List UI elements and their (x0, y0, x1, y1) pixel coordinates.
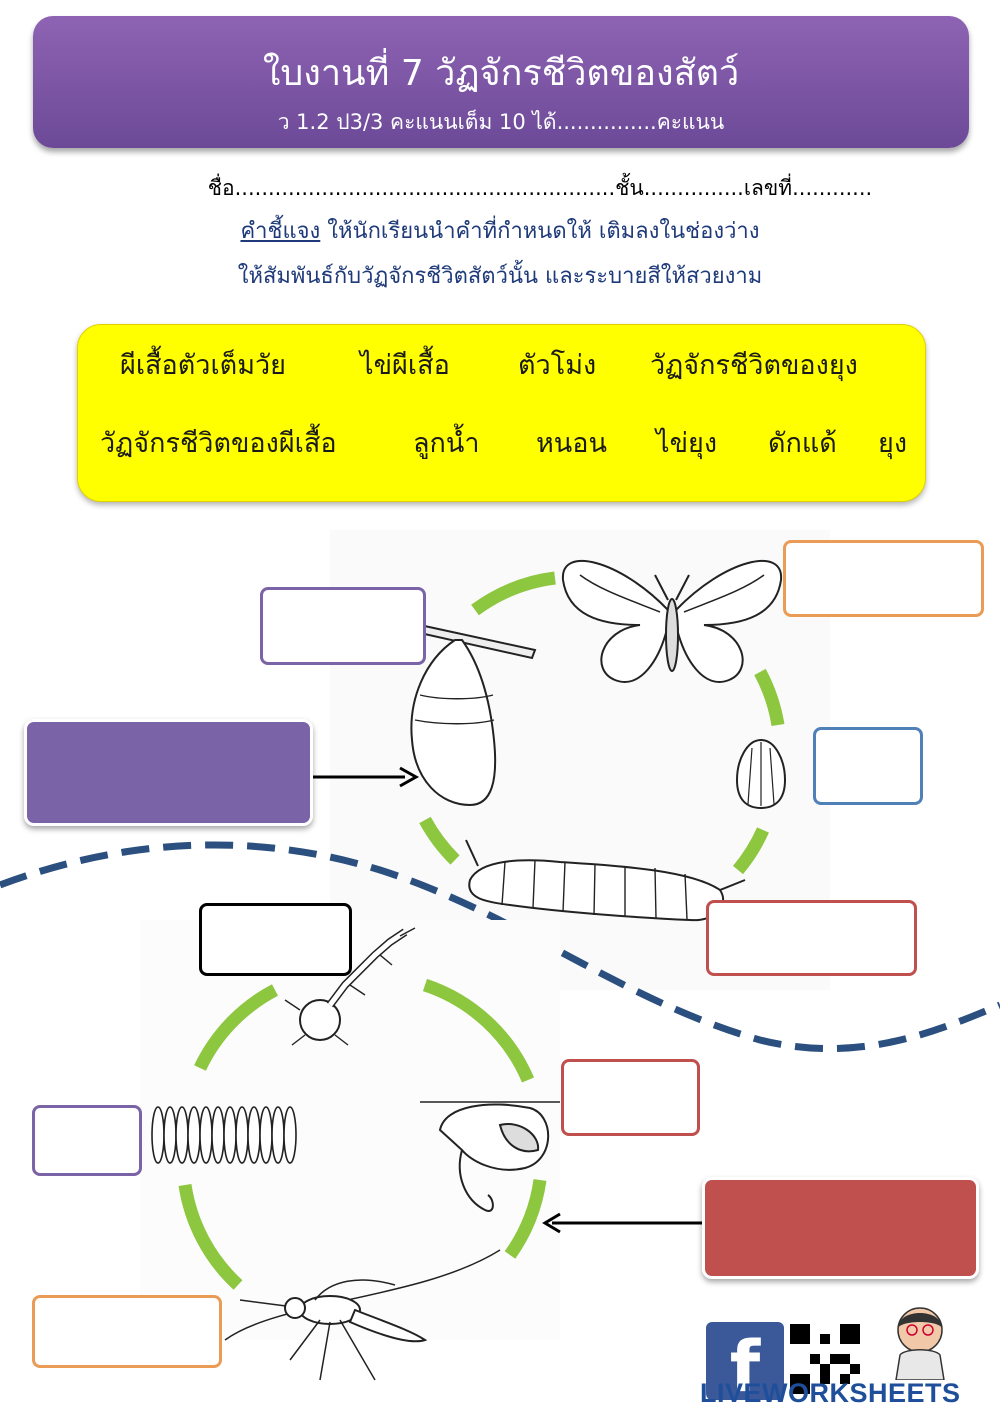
instructions-line-1: คำชี้แจง ให้นักเรียนนำคำที่กำหนดให้ เติม… (0, 213, 1000, 248)
mosquito-arrow-2 (422, 978, 534, 1083)
cycle-arrow-3 (732, 827, 769, 875)
mosquito-eggs-icon (151, 1106, 297, 1164)
cycle-arrow-4 (419, 816, 460, 865)
butterfly-icon (561, 559, 783, 683)
answer-box-larva[interactable] (199, 903, 352, 976)
mosquito-arrow-3 (504, 1178, 547, 1259)
qr-code-icon (790, 1324, 860, 1394)
word-caterpillar[interactable]: หนอน (536, 428, 607, 459)
answer-box-caterpillar[interactable] (706, 900, 917, 976)
mosquito-arrow-1 (194, 984, 279, 1071)
word-larva[interactable]: ลูกน้ำ (413, 428, 480, 459)
answer-box-pupa[interactable] (561, 1059, 700, 1136)
pointer-arrow-pupa (542, 1212, 703, 1234)
word-adult-butterfly[interactable]: ผีเสื้อตัวเต็มวัย (120, 350, 286, 381)
instructions-text-1: ให้นักเรียนนำคำที่กำหนดให้ เติมลงในช่องว… (320, 219, 760, 244)
liveworksheets-brand[interactable]: LIVEWORKSHEETS (700, 1378, 961, 1408)
cycle-arrow-2 (754, 668, 785, 727)
worksheet-title: ใบงานที่ 7 วัฏจักรชีวิตของสัตว์ (262, 53, 740, 94)
instructions-line-2: ให้สัมพันธ์กับวัฏจักรชีวิตสัตว์นั้น และร… (237, 264, 763, 289)
mosquito-pupa-icon (420, 1101, 560, 1212)
worksheet-header: ใบงานที่ 7 วัฏจักรชีวิตของสัตว์ ว 1.2 ป3… (33, 16, 969, 148)
worksheet-subtitle: ว 1.2 ป3/3 คะแนนเต็ม 10 ได้.............… (277, 110, 725, 134)
chrysalis-icon (410, 623, 537, 807)
butterfly-egg-icon (735, 738, 787, 810)
cycle-arrow-1 (471, 571, 556, 616)
word-mosquito[interactable]: ยุง (878, 428, 908, 459)
word-mosquito-cycle[interactable]: วัฏจักรชีวิตของยุง (650, 350, 858, 381)
word-butterfly-egg[interactable]: ไข่ผีเสื้อ (360, 350, 450, 381)
answer-box-butterfly[interactable] (783, 540, 984, 617)
mosquito-icon (224, 1249, 501, 1381)
mosquito-larva-icon (284, 927, 416, 1046)
mosquito-arrow-4 (178, 1183, 243, 1290)
word-pupa-mosquito[interactable]: ตัวโม่ง (518, 350, 597, 381)
mosquito-cycle-arrows (178, 978, 547, 1290)
instructions-label: คำชี้แจง (240, 219, 321, 244)
title-box-mosquito-cycle[interactable] (702, 1177, 979, 1279)
answer-box-mosquito[interactable] (32, 1295, 222, 1368)
answer-box-mosquito-egg[interactable] (32, 1105, 142, 1176)
word-chrysalis[interactable]: ดักแด้ (768, 428, 837, 459)
word-mosquito-egg[interactable]: ไข่ยุง (656, 428, 718, 459)
word-bank: ผีเสื้อตัวเต็มวัย ไข่ผีเสื้อ ตัวโม่ง วัฏ… (77, 324, 926, 502)
teacher-avatar-icon (895, 1307, 945, 1380)
pointer-arrow-chrysalis (305, 766, 420, 788)
answer-box-butterfly-egg[interactable] (813, 727, 923, 805)
butterfly-cycle-arrows (419, 571, 785, 875)
facebook-icon[interactable]: f (706, 1322, 784, 1400)
student-info-line: ชื่อ....................................… (207, 176, 873, 200)
answer-box-chrysalis[interactable] (260, 587, 426, 665)
word-butterfly-cycle[interactable]: วัฏจักรชีวิตของผีเสื้อ (100, 428, 337, 459)
title-box-butterfly-cycle[interactable] (24, 719, 313, 826)
